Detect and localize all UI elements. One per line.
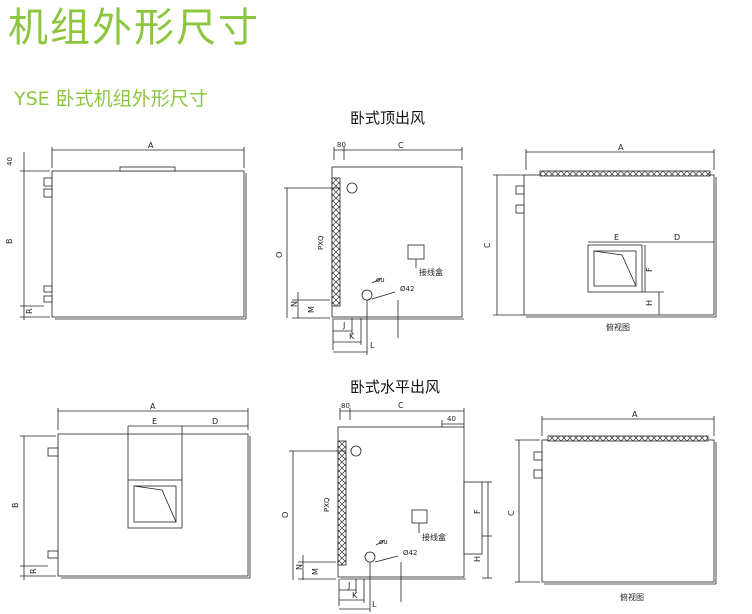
dim-label-N: N [290, 301, 299, 307]
dim-label-phi-u: øu [376, 276, 385, 284]
dim-label-B: B [5, 239, 14, 245]
dim-label-C: C [398, 141, 404, 150]
dim-label-C-horizontal-top: C [507, 510, 516, 516]
dim-label-E-horizontal: E [152, 417, 157, 426]
dim-label-A-top-view: A [618, 143, 624, 152]
dim-label-pxq-horizontal: PXQ [323, 497, 331, 512]
dim-label-R: R [25, 308, 34, 314]
dim-label-A: A [148, 141, 154, 150]
top-view-caption: 俯视图 [606, 322, 630, 332]
junction-box-label: 接线盒 [419, 267, 443, 277]
drawing-horizontal-top-view [515, 416, 717, 585]
dim-label-J-horizontal: J [347, 581, 350, 590]
dim-label-L-horizontal: L [372, 600, 377, 609]
drawing-horizontal-side-view [20, 408, 251, 580]
dim-label-J: J [342, 321, 345, 330]
section-title-horizontal-outlet: 卧式水平出风 [350, 378, 441, 396]
junction-box-label-horizontal: 接线盒 [422, 532, 446, 542]
dim-label-M-horizontal: M [311, 568, 320, 575]
dim-label-N-horizontal: N [295, 564, 304, 570]
dim-label-pxq: PXQ [317, 235, 325, 250]
dim-label-O-horizontal: O [281, 512, 290, 518]
dim-label-L: L [370, 341, 375, 350]
dim-label-A-horizontal-top: A [632, 410, 638, 419]
dim-label-C-horizontal: C [398, 401, 404, 410]
drawing-top-front-view [284, 147, 464, 355]
dim-label-E: E [614, 233, 619, 242]
dim-label-D-horizontal: D [212, 417, 218, 426]
dim-label-K: K [349, 332, 355, 341]
dim-label-H: H [645, 300, 654, 306]
top-view-caption-horizontal: 俯视图 [620, 592, 644, 602]
dim-label-H-horizontal: H [473, 556, 482, 562]
dim-label-phi42-horizontal: Ø42 [403, 549, 417, 557]
dim-label-phi-u-horizontal: øu [379, 538, 388, 546]
dim-label-B-horizontal: B [11, 503, 20, 509]
drawing-top-side-view [20, 147, 247, 320]
dim-label-40-horizontal: 40 [447, 415, 456, 423]
dim-label-C-top-view: C [483, 242, 492, 248]
dim-label-R-horizontal: R [29, 568, 38, 574]
dim-label-phi42: Ø42 [400, 285, 414, 293]
dim-label-K-horizontal: K [352, 591, 358, 600]
drawing-horizontal-front-view [289, 408, 492, 612]
dim-label-M: M [307, 306, 316, 313]
dim-label-80: 80 [337, 141, 346, 149]
drawing-top-top-view [493, 149, 717, 318]
dim-label-A-horizontal: A [150, 402, 156, 411]
dim-label-D: D [674, 233, 680, 242]
dim-label-80-horizontal: 80 [341, 402, 350, 410]
dim-label-F-horizontal: F [473, 509, 482, 514]
dim-label-40: 40 [6, 157, 14, 166]
dim-label-O: O [275, 252, 284, 258]
page-subtitle: YSE 卧式机组外形尺寸 [14, 88, 208, 110]
section-title-top-outlet: 卧式顶出风 [350, 109, 426, 127]
dim-label-F: F [645, 267, 654, 272]
page-title: 机组外形尺寸 [8, 5, 260, 51]
